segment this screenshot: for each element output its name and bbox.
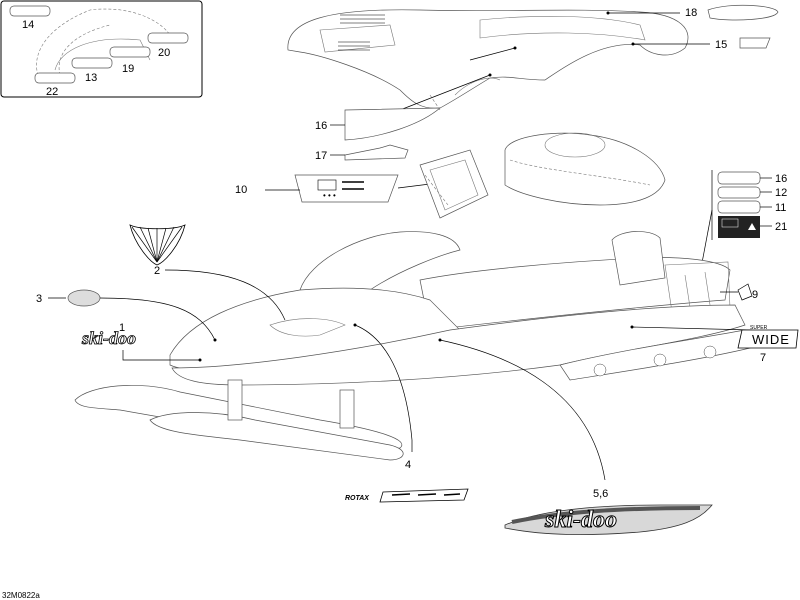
callout-9: 9 <box>752 289 758 301</box>
inset-decal-19 <box>109 46 151 58</box>
hood-console-part <box>287 9 689 109</box>
decal-16-panel <box>344 107 441 141</box>
decal-11 <box>717 200 761 214</box>
callout-15: 15 <box>715 39 727 51</box>
callout-5-6: 5,6 <box>593 488 608 500</box>
callout-11: 11 <box>775 202 786 214</box>
callout-20: 20 <box>158 47 170 59</box>
callout-13: 13 <box>85 72 97 84</box>
inset-decal-14 <box>9 5 51 17</box>
callout-10: 10 <box>235 184 247 196</box>
svg-text:• • •: • • • <box>323 191 336 200</box>
callout-16-top: 16 <box>315 120 327 132</box>
decal-12 <box>717 186 761 199</box>
inset-panel: 14 20 19 13 22 <box>0 0 203 98</box>
decal-21 <box>718 216 760 238</box>
callout-1: 1 <box>119 322 125 334</box>
decal-16 <box>717 171 761 185</box>
callout-14: 14 <box>22 19 34 31</box>
callout-16-right: 16 <box>775 173 787 185</box>
decal-15 <box>739 37 771 49</box>
reference-code: 32M0822a <box>2 591 40 600</box>
decal-2-emblem <box>129 224 186 266</box>
decal-17-panel <box>344 144 409 161</box>
callout-2: 2 <box>154 265 160 277</box>
callout-4: 4 <box>405 459 411 471</box>
decal-stack: 16 12 11 21 <box>693 170 787 302</box>
snowmobile-body <box>74 231 751 461</box>
inset-decal-20 <box>147 32 189 44</box>
rotax-engine-decal: ROTAX <box>345 488 469 503</box>
callout-3: 3 <box>36 293 42 305</box>
callout-17: 17 <box>315 150 327 162</box>
side-graphic-decal: ski-doo <box>504 504 713 536</box>
seat-tank-part <box>504 132 666 206</box>
callout-7: 7 <box>760 352 766 364</box>
callout-12: 12 <box>775 187 787 199</box>
inset-decal-22 <box>34 72 76 84</box>
decal-18 <box>707 4 779 21</box>
callout-22: 22 <box>46 86 58 98</box>
decal-7-wide-badge: SUPER WIDE <box>737 325 799 349</box>
decal-3-badge <box>67 289 101 307</box>
rotax-label: ROTAX <box>345 495 370 502</box>
decal-1-skidoo-logo: ski-doo <box>81 328 136 348</box>
callout-19: 19 <box>122 63 134 75</box>
inset-decal-13 <box>71 57 113 69</box>
wide-badge-top: SUPER <box>750 325 768 331</box>
callout-18: 18 <box>685 7 697 19</box>
side-graphic-logo: ski-doo <box>544 507 617 533</box>
callout-21: 21 <box>775 221 787 233</box>
decal-9 <box>737 283 753 301</box>
side-panel-part <box>419 149 489 219</box>
wide-badge-main: WIDE <box>752 332 790 347</box>
